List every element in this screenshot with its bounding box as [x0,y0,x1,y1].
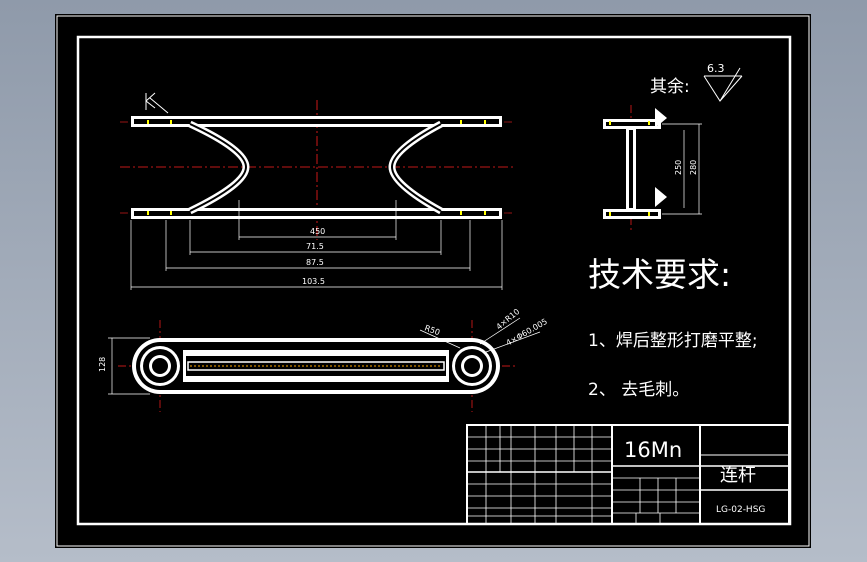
dim-87-5: 87.5 [306,258,324,267]
dim-450: 450 [310,227,325,236]
sheet-frame-inner [76,35,792,526]
drawing-number: LG-02-HSG [716,505,765,515]
marker [609,121,611,125]
title-block [466,424,790,525]
roughness-value: 6.3 [707,62,725,75]
dim-103-5: 103.5 [302,277,325,286]
marker [170,211,172,215]
front-view: 450 71.5 87.5 103.5 [120,92,515,290]
marker [648,121,650,125]
surface-note-label: 其余: [650,77,690,97]
marker [460,120,462,124]
marker [147,211,149,215]
tech-req-item-2: 2、 去毛刺。 [588,380,689,400]
weld-symbol [145,92,169,114]
marker [484,211,486,215]
marker [460,211,462,215]
material: 16Mn [624,438,682,462]
dim-128: 128 [98,357,107,372]
dim-250: 250 [674,160,683,175]
side-view: 250 280 [603,105,702,230]
sheet-frame-outer [56,15,810,547]
marker [170,120,172,124]
web-slot [187,361,445,371]
marker [147,120,149,124]
sheet-background [55,14,811,548]
marker [484,120,486,124]
weld-triangle-top [655,108,667,128]
marker [648,212,650,216]
roughness-symbol [703,67,743,102]
dim-280: 280 [689,160,698,175]
tech-req-heading: 技术要求: [588,255,731,294]
dim-71-5: 71.5 [306,242,324,251]
top-view: 128 R50 4×R10 4×Φ60.005 [98,307,549,412]
weld-triangle-bottom [655,187,667,207]
tech-req-item-1: 1、焊后整形打磨平整; [588,331,758,351]
part-name: 连杆 [720,465,756,486]
marker [609,212,611,216]
